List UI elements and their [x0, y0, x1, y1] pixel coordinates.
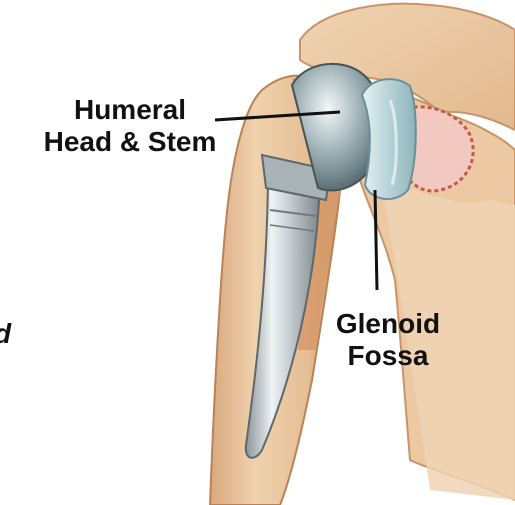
humeral-head-stem-label: Humeral Head & Stem: [30, 94, 230, 158]
glenoid-label-line-2: Fossa: [318, 340, 458, 372]
glenoid-label-line-1: Glenoid: [318, 308, 458, 340]
humeral-label-line-1: Humeral: [30, 94, 230, 126]
glenoid-leader-line: [375, 190, 377, 290]
glenoid-component: [362, 79, 416, 199]
humeral-label-line-2: Head & Stem: [30, 126, 230, 158]
glenoid-fossa-label: Glenoid Fossa: [318, 308, 458, 372]
cropped-text-fragment: d: [0, 318, 11, 350]
